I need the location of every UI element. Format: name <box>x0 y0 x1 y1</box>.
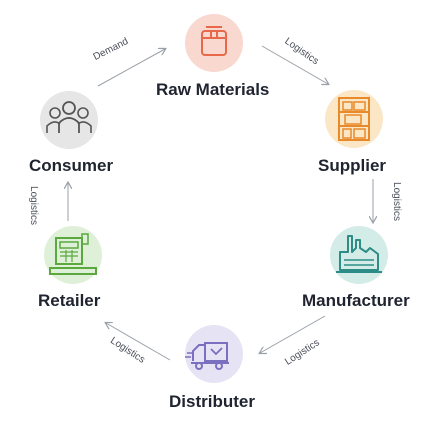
cash-register-icon <box>49 233 97 275</box>
retailer-label: Retailer <box>38 291 101 310</box>
distributer-label: Distributer <box>169 392 255 411</box>
raw-materials-circle <box>185 14 243 72</box>
box-icon <box>201 26 227 56</box>
raw-materials-label: Raw Materials <box>156 80 270 99</box>
distributer-circle <box>185 325 243 383</box>
consumer-circle <box>40 91 98 149</box>
manufacturer-circle <box>330 226 388 284</box>
arrow-raw-to-supplier <box>261 45 328 84</box>
truck-icon <box>185 342 229 370</box>
supplier-label: Supplier <box>318 156 387 175</box>
logistics-retailer-consumer-label: Logistics <box>27 186 39 225</box>
retailer-circle <box>44 226 102 284</box>
shelf-icon <box>338 97 370 141</box>
consumer-label: Consumer <box>29 156 114 175</box>
arrow-consumer-to-raw <box>97 49 165 87</box>
supplier-circle <box>325 90 383 148</box>
manufacturer-label: Manufacturer <box>302 291 410 310</box>
arrow-distributer-to-retailer <box>106 323 171 361</box>
logistics-supplier-manufacturer-label: Logistics <box>390 182 402 221</box>
factory-icon <box>336 235 382 273</box>
arrow-manufacturer-to-distributer <box>260 315 326 353</box>
people-icon <box>46 101 92 133</box>
